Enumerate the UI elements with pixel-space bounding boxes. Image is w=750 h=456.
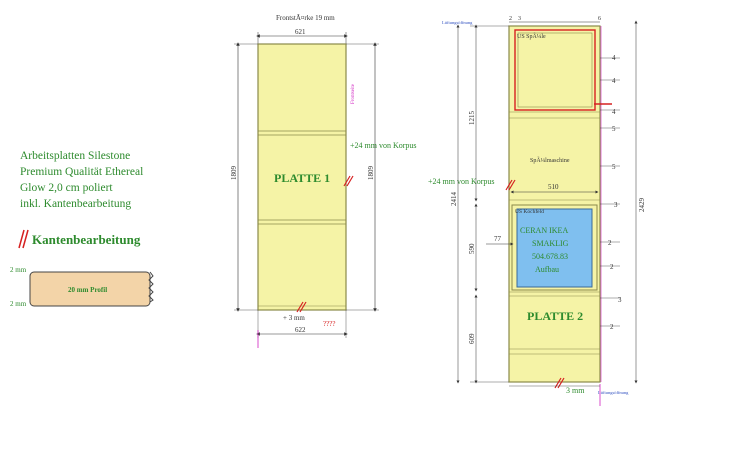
cut-offset: 77 [494, 235, 502, 243]
edge-profile-sample: 20 mm Profil 2 mm 2 mm [10, 266, 154, 308]
info-line-2: Premium Qualität Ethereal [20, 166, 144, 178]
plate-2-height-lower: 609 [468, 333, 476, 344]
right-dim-1: 4 [612, 54, 616, 62]
plate-2-height-total-right: 2429 [638, 198, 646, 213]
plate-1-height-right: 1809 [367, 166, 375, 181]
plate-2-top-right-dim: 6 [598, 16, 601, 22]
plate-1-height-left: 1809 [230, 166, 238, 181]
plate-2-name: PLATTE 2 [527, 309, 583, 323]
right-dim-10: 2 [610, 323, 614, 331]
plate-2-gap-note: 3 mm [566, 386, 585, 395]
hob-label: US Kochfeld [515, 208, 544, 215]
profile-bottom-dim: 2 mm [10, 300, 27, 308]
hob-line-1: CERAN IKEA [520, 226, 568, 235]
plate-1-side-label: Frontseite [351, 83, 356, 104]
plate-2-top-dim-b: 3 [518, 16, 521, 22]
cutout-width: 510 [548, 183, 559, 191]
plate-1-unknown-note: ???? [323, 320, 335, 328]
plate-1-header: FrontstÃ¤rke 19 mm [276, 14, 335, 22]
plate-2-height-mid: 590 [468, 243, 476, 254]
plate-2-top-dim-a: 2 [509, 16, 512, 22]
right-dim-5: 5 [612, 163, 616, 171]
plate-1-width-bottom: 622 [295, 326, 306, 334]
right-dim-2: 4 [612, 77, 616, 85]
plate-1-name: PLATTE 1 [274, 171, 330, 185]
hob-line-4: Aufbau [535, 265, 559, 274]
right-dim-7: 2 [608, 239, 612, 247]
right-small-dims: 4 4 4 5 5 3 2 2 3 2 [600, 54, 622, 331]
right-dim-8: 2 [610, 263, 614, 271]
plate-2-offset-note: +24 mm von Korpus [428, 177, 495, 186]
plate-2-bottom-marker: Lüftungsöffnung [598, 390, 629, 395]
plate-2-height-total-left: 2414 [450, 192, 458, 207]
hob-line-3: 504.678.83 [532, 252, 568, 261]
material-info: Arbeitsplatten Silestone Premium Qualitä… [20, 148, 143, 212]
right-dim-4: 5 [612, 125, 616, 133]
plate-1-offset-note: +24 mm von Korpus [350, 141, 417, 150]
plate-2: Lüftungsöffnung 2 3 6 US SpÃ¼le SpÃ¼lmas… [428, 16, 646, 406]
right-dim-9: 3 [618, 296, 622, 304]
info-line-1: Arbeitsplatten Silestone [20, 150, 131, 162]
hob-line-2: SMAKLIG [532, 239, 569, 248]
edge-mark-icon [18, 229, 29, 249]
info-line-4: inkl. Kantenbearbeitung [20, 198, 132, 210]
profile-label: 20 mm Profil [68, 286, 107, 294]
plate-1-width-top: 621 [295, 28, 306, 36]
plate-2-height-upper: 1215 [468, 111, 476, 126]
plate-1: FrontstÃ¤rke 19 mm 621 PLATTE 1 Frontsei… [230, 14, 417, 348]
dishwasher-label: SpÃ¼lmaschine [530, 156, 570, 164]
info-line-3: Glow 2,0 cm poliert [20, 182, 113, 194]
right-dim-3: 4 [612, 108, 616, 116]
sink-label: US SpÃ¼le [517, 32, 546, 40]
edge-processing-title: Kantenbearbeitung [32, 232, 141, 247]
plate-1-gap-note: + 3 mm [283, 314, 305, 322]
right-dim-6: 3 [614, 201, 618, 209]
profile-top-dim: 2 mm [10, 266, 27, 274]
plate-2-top-marker: Lüftungsöffnung [442, 20, 473, 25]
